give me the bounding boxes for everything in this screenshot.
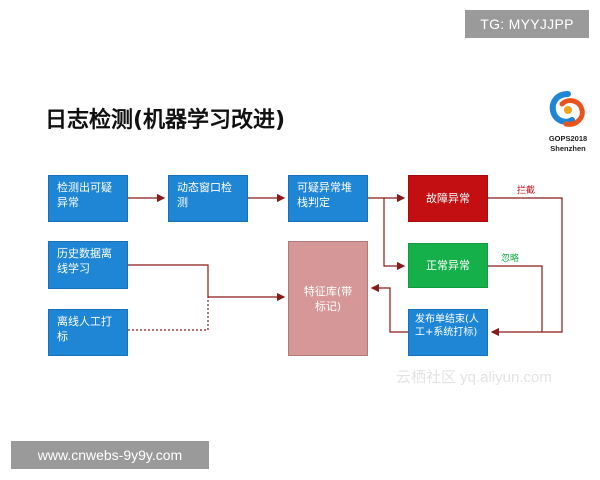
source-watermark: 云栖社区 yq.aliyun.com — [396, 369, 552, 386]
node-normal-anomaly: 正常异常 — [408, 243, 488, 288]
page-title: 日志检测(机器学习改进) — [45, 108, 286, 133]
node-release-label: 发布单结束(人工+系统打标) — [408, 309, 488, 356]
gops-logo: GOPS2018 Shenzhen — [546, 90, 590, 154]
arrow-fault-to-release — [488, 197, 563, 337]
node-history-learning: 历史数据离线学习 — [48, 241, 128, 289]
url-watermark-badge: www.cnwebs-9y9y.com — [11, 441, 209, 469]
logo-text-line2: Shenzhen — [550, 144, 586, 153]
node-suspicious-stack: 可疑异常堆栈判定 — [288, 175, 368, 222]
logo-text-line1: GOPS2018 — [548, 134, 588, 143]
arrow-stack-to-normal — [383, 198, 406, 271]
node-detect-anomaly: 检测出可疑异常 — [48, 175, 128, 222]
arrow-release-to-featuredb — [370, 283, 408, 333]
arrow-normal-to-release — [488, 265, 543, 332]
node-fault-anomaly: 故障异常 — [408, 175, 488, 222]
node-offline-label: 离线人工打标 — [48, 309, 128, 356]
arrow-history-to-featuredb — [128, 264, 286, 302]
node-feature-db: 特征库(带标记) — [288, 241, 368, 356]
gops-logo-icon — [549, 91, 585, 127]
edge-label-ignore: 忽略 — [501, 254, 520, 264]
arrow-offline-to-featuredb — [128, 297, 209, 331]
edge-label-intercept: 拦截 — [517, 186, 536, 196]
tg-watermark-badge: TG: MYYJJPP — [465, 10, 589, 38]
node-dynamic-window: 动态窗口检测 — [168, 175, 248, 222]
